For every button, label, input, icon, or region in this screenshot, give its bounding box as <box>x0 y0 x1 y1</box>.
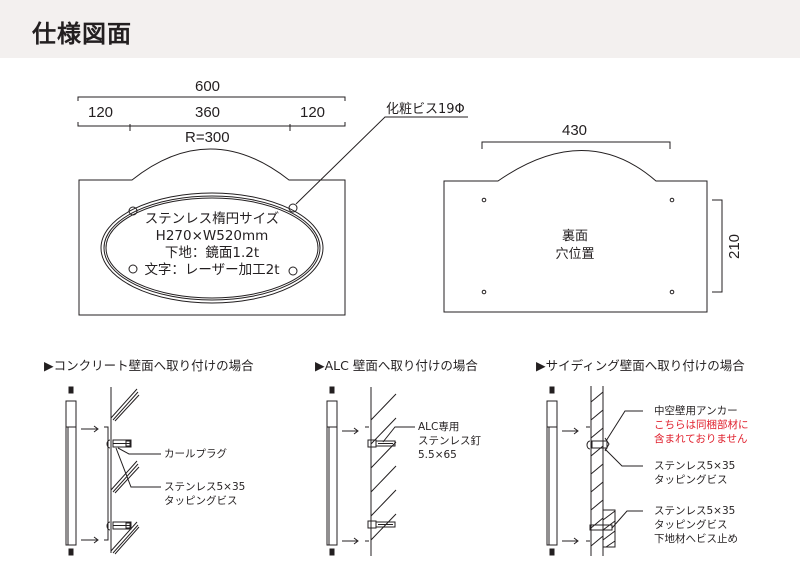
note-line: 下地材へビス止め <box>654 533 738 545</box>
screw-holes-front <box>128 203 298 276</box>
section-title-alc: ▶ALC 壁面へ取り付けの場合 <box>315 358 478 373</box>
dim-arc-radius: R=300 <box>185 129 230 146</box>
back-plate-outline <box>443 150 708 313</box>
dim-hole-height: 210 <box>726 233 744 260</box>
alc-install-diagram <box>326 386 415 556</box>
plate-text-line: 文字：レーザー加工2t <box>144 262 280 278</box>
plate-text-line: 下地：鏡面1.2t <box>164 245 260 261</box>
dim-center-segment: 360 <box>195 104 221 121</box>
dim-right-segment: 120 <box>300 104 326 121</box>
note-curl-plug: カールプラグ <box>164 448 227 460</box>
note-line: 中空壁用アンカー <box>654 405 738 417</box>
concrete-install-diagram <box>65 386 161 556</box>
note-tapping-screw: ステンレス5×35 タッピングビス <box>164 480 245 508</box>
mounting-holes-back <box>481 197 675 295</box>
back-view-label: 裏面 穴位置 <box>545 228 605 264</box>
front-view-dimension-lines <box>77 96 346 131</box>
section-title-siding: ▶サイディング壁面へ取り付けの場合 <box>536 358 745 373</box>
front-plate-outline <box>78 148 346 316</box>
note-line: 5.5×65 <box>418 449 457 461</box>
dim-left-segment: 120 <box>88 104 114 121</box>
note-hollow-anchor: 中空壁用アンカー こちらは同梱部材に 含まれておりません <box>654 404 749 446</box>
oval-plate <box>100 192 324 304</box>
note-line: タッピングビス <box>654 474 728 486</box>
section-title-concrete: ▶コンクリート壁面へ取り付けの場合 <box>44 358 254 373</box>
note-line: ステンレス5×35 <box>164 481 246 493</box>
warning-not-included: 含まれておりません <box>654 433 748 445</box>
screw-leader-line <box>295 116 468 205</box>
note-batten-screw: ステンレス5×35 タッピングビス 下地材へビス止め <box>654 504 738 546</box>
page-title: 仕様図面 <box>32 20 132 48</box>
back-view-dimension-lines <box>481 141 723 293</box>
oval-plate-text: ステンレス楕円サイズ H270×W520mm 下地：鏡面1.2t 文字：レーザー… <box>132 211 292 279</box>
dim-hole-width: 430 <box>562 122 588 139</box>
note-line: ステンレス5×35 <box>654 505 736 517</box>
back-label-line: 穴位置 <box>555 247 595 262</box>
plate-text-line: H270×W520mm <box>155 228 269 244</box>
dim-total-width: 600 <box>195 78 221 95</box>
warning-not-included: こちらは同梱部材に <box>654 419 749 431</box>
note-tapping-screw-siding: ステンレス5×35 タッピングビス <box>654 459 735 487</box>
siding-install-diagram <box>546 386 643 556</box>
back-label-line: 裏面 <box>561 229 588 244</box>
note-alc-nail: ALC専用 ステンレス釘 5.5×65 <box>418 420 481 462</box>
plate-text-line: ステンレス楕円サイズ <box>144 211 280 227</box>
note-line: ALC専用 <box>418 421 460 433</box>
page-header: 仕様図面 <box>0 0 800 58</box>
screw-spec-label: 化粧ビス19Φ <box>386 102 465 117</box>
note-line: ステンレス釘 <box>418 435 481 447</box>
note-line: タッピングビス <box>164 495 238 507</box>
note-line: ステンレス5×35 <box>654 460 736 472</box>
note-line: タッピングビス <box>654 519 728 531</box>
